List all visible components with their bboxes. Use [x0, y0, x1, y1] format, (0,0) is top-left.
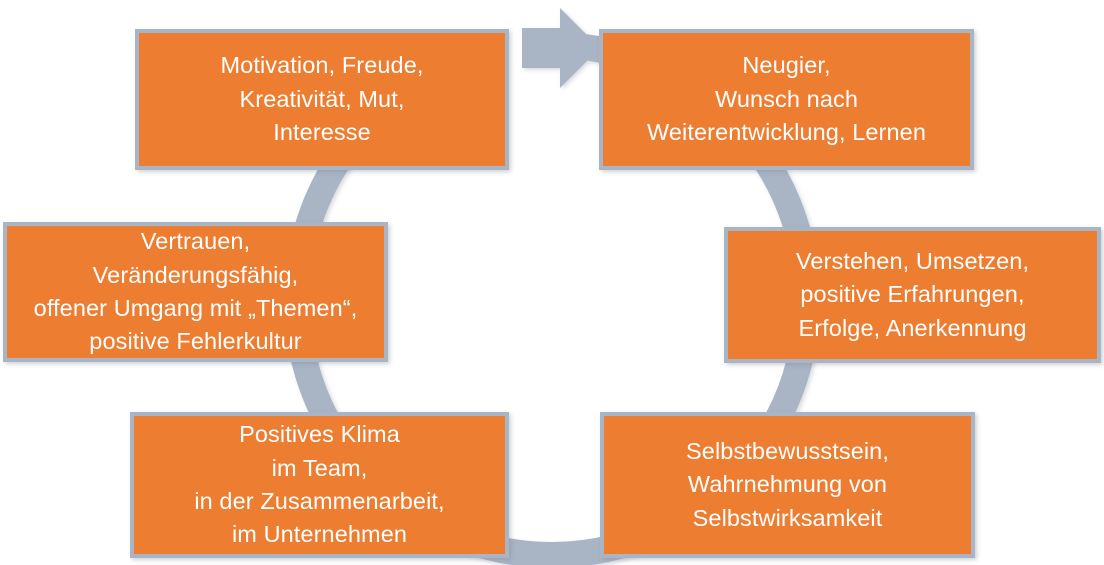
cycle-node-motivation[interactable]: Motivation, Freude, Kreativität, Mut, In… [135, 29, 509, 170]
cycle-node-vertrauen[interactable]: Vertrauen, Veränderungsfähig, offener Um… [3, 222, 388, 362]
cycle-node-motivation-label: Motivation, Freude, Kreativität, Mut, In… [220, 52, 424, 146]
cycle-node-positives-klima-label: Positives Klima im Team, in der Zusammen… [194, 421, 445, 548]
cycle-node-selbstbewusstsein-label: Selbstbewusstsein, Wahrnehmung von Selbs… [686, 437, 889, 531]
cycle-node-verstehen-label: Verstehen, Umsetzen, positive Erfahrunge… [795, 247, 1030, 341]
cycle-node-neugier[interactable]: Neugier, Wunsch nach Weiterentwicklung, … [599, 29, 974, 170]
ring-arrowhead [522, 8, 600, 88]
cycle-node-verstehen[interactable]: Verstehen, Umsetzen, positive Erfahrunge… [724, 227, 1101, 363]
cycle-node-positives-klima[interactable]: Positives Klima im Team, in der Zusammen… [130, 412, 509, 558]
cycle-node-vertrauen-label: Vertrauen, Veränderungsfähig, offener Um… [33, 228, 358, 355]
cycle-node-selbstbewusstsein[interactable]: Selbstbewusstsein, Wahrnehmung von Selbs… [600, 412, 975, 558]
cycle-node-neugier-label: Neugier, Wunsch nach Weiterentwicklung, … [647, 52, 926, 146]
